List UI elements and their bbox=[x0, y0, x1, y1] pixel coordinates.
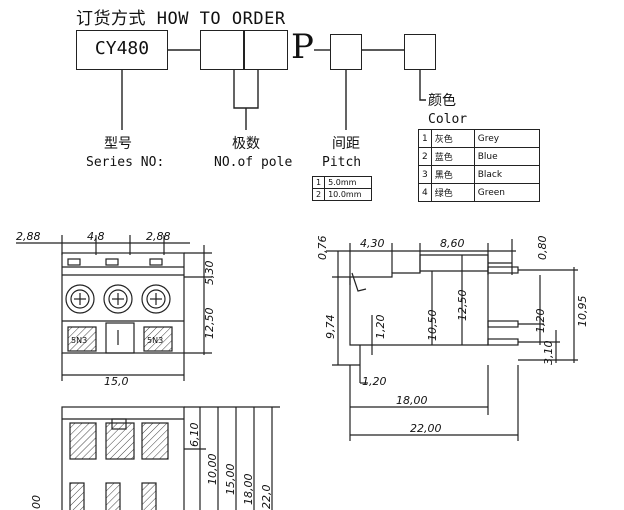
front-view bbox=[16, 235, 212, 381]
pitch-no: 1 bbox=[311, 176, 326, 189]
dim-side-f: 1,20 bbox=[374, 315, 387, 340]
pitch-table: 1 5.0mm 2 10.0mm bbox=[311, 176, 373, 201]
slot-text-right: 5N3 bbox=[147, 336, 163, 345]
order-connector-lines bbox=[121, 49, 426, 130]
pitch-label-en: Pitch bbox=[322, 155, 362, 170]
series-label-en: Series NO: bbox=[86, 155, 165, 170]
color-en: Blue bbox=[473, 147, 540, 166]
p-letter: P bbox=[291, 27, 314, 67]
dim-side-n: 22,00 bbox=[410, 422, 442, 435]
dim-top-d: 18,00 bbox=[242, 474, 255, 506]
dim-side-b: 4,30 bbox=[360, 237, 385, 250]
table-row: 4 绿色 Green bbox=[418, 183, 540, 202]
pole-box-left bbox=[200, 30, 244, 70]
pitch-value: 10.0mm bbox=[324, 188, 373, 201]
pole-label-cn: 极数 bbox=[232, 136, 260, 152]
dim-left-gap: 2,88 bbox=[16, 230, 41, 243]
order-title: 订货方式 HOW TO ORDER bbox=[76, 9, 286, 29]
dim-side-j: 10,95 bbox=[576, 296, 589, 328]
color-cn: 蓝色 bbox=[430, 147, 475, 166]
color-en: Green bbox=[473, 183, 540, 202]
dim-top-a: 6,10 bbox=[188, 423, 201, 448]
pitch-label-cn: 间距 bbox=[332, 136, 360, 152]
color-no: 1 bbox=[418, 129, 432, 148]
color-label-cn: 颜色 bbox=[428, 93, 456, 109]
side-view bbox=[326, 239, 578, 441]
dim-pitch: 4,8 bbox=[87, 230, 105, 243]
color-cn: 绿色 bbox=[430, 183, 475, 202]
color-en: Grey bbox=[473, 129, 540, 148]
color-cn: 灰色 bbox=[430, 129, 475, 148]
color-no: 4 bbox=[418, 183, 432, 202]
color-cn: 黑色 bbox=[430, 165, 475, 184]
dim-side-l: 1,20 bbox=[362, 375, 387, 388]
dim-side-h: 12,50 bbox=[456, 290, 469, 322]
pole-box-right bbox=[244, 30, 288, 70]
table-row: 3 黑色 Black bbox=[418, 165, 540, 184]
dim-top-c: 15,00 bbox=[224, 464, 237, 496]
dim-side-d: 0,80 bbox=[536, 236, 549, 261]
color-label-en: Color bbox=[428, 112, 468, 127]
dim-top-f: 00 bbox=[30, 495, 43, 509]
color-no: 2 bbox=[418, 147, 432, 166]
pitch-value: 5.0mm bbox=[324, 176, 373, 189]
pole-label-en: NO.of pole bbox=[214, 155, 293, 170]
pitch-box bbox=[330, 34, 362, 70]
dim-height: 12,50 bbox=[203, 308, 216, 340]
dim-top: 5,30 bbox=[203, 261, 216, 286]
dim-top-b: 10,00 bbox=[206, 454, 219, 486]
dim-side-a: 0,76 bbox=[316, 236, 329, 261]
series-label-cn: 型号 bbox=[104, 136, 132, 152]
pitch-no: 2 bbox=[311, 188, 326, 201]
color-box bbox=[404, 34, 436, 70]
dim-side-i: 1,20 bbox=[534, 309, 547, 334]
technical-drawings: 2,88 4,8 2,88 5,30 12,50 15,0 5N3 5N3 6,… bbox=[16, 230, 589, 510]
dim-side-g: 10,50 bbox=[426, 310, 439, 342]
dim-side-k: 3,10 bbox=[542, 341, 555, 366]
dim-top-e: 22,0 bbox=[260, 485, 273, 510]
dim-width: 15,0 bbox=[104, 375, 129, 388]
dim-right-gap: 2,88 bbox=[146, 230, 171, 243]
dim-side-e: 9,74 bbox=[324, 315, 337, 340]
slot-text-left: 5N3 bbox=[71, 336, 87, 345]
table-row: 1 灰色 Grey bbox=[418, 129, 540, 148]
top-view bbox=[61, 406, 280, 510]
table-row: 2 10.0mm bbox=[311, 188, 373, 201]
dim-side-m: 18,00 bbox=[396, 394, 428, 407]
model-code-label: CY480 bbox=[94, 38, 150, 59]
color-table: 1 灰色 Grey 2 蓝色 Blue 3 黑色 Black 4 绿色 Gree… bbox=[418, 129, 540, 202]
color-no: 3 bbox=[418, 165, 432, 184]
dim-side-c: 8,60 bbox=[440, 237, 465, 250]
table-row: 1 5.0mm bbox=[311, 176, 373, 189]
table-row: 2 蓝色 Blue bbox=[418, 147, 540, 166]
color-en: Black bbox=[473, 165, 540, 184]
model-code-box: CY480 bbox=[76, 30, 168, 70]
